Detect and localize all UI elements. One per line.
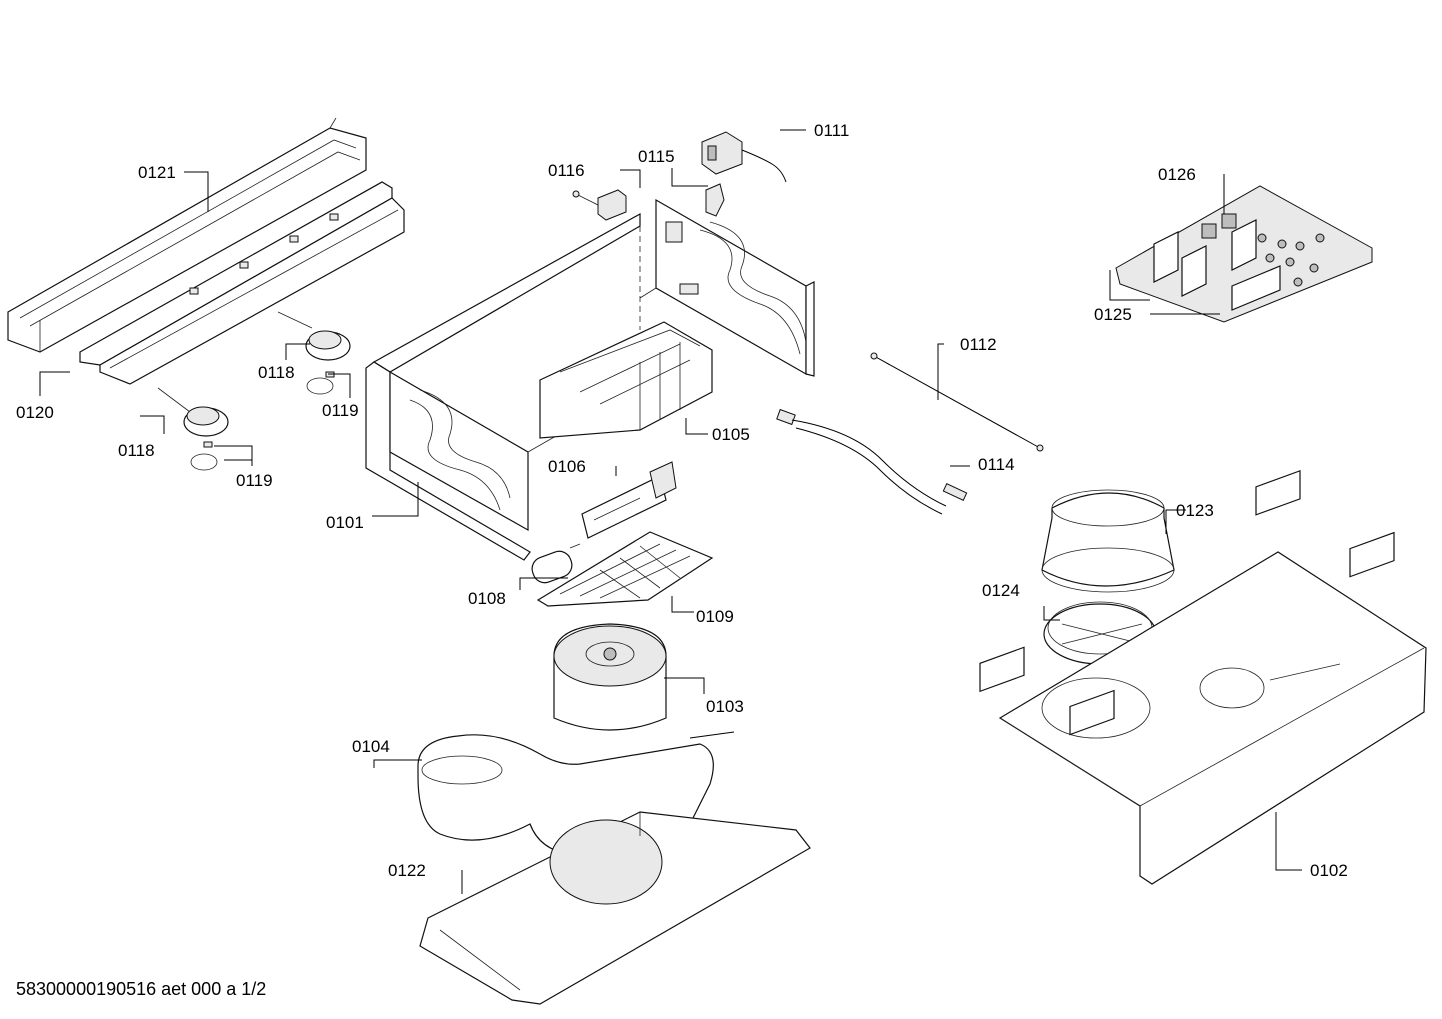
- part-0103-motor: [553, 623, 735, 739]
- label-0123: 0123: [1176, 501, 1214, 520]
- leader-lines: [39, 129, 1302, 894]
- part-0108-capacitor: [531, 543, 581, 584]
- part-0125-brackets-screws: [1153, 213, 1325, 311]
- label-0105: 0105: [712, 425, 750, 444]
- label-0116: 0116: [548, 161, 585, 180]
- label-0119-upper: 0119: [322, 401, 359, 420]
- label-0115: 0115: [638, 147, 675, 166]
- part-0121-trim-strip: [7, 117, 367, 353]
- label-0106: 0106: [548, 457, 586, 476]
- part-0115-cable-clip: [705, 183, 725, 217]
- label-0118-lower: 0118: [118, 441, 155, 460]
- part-housing-side-wall: [639, 198, 815, 377]
- label-0111: 0111: [814, 121, 849, 140]
- part-0114-wiring-harness: [776, 408, 968, 515]
- drawing-reference-code: 58300000190516 aet 000 a 1/2: [16, 979, 267, 999]
- part-0112-rod: [870, 352, 1044, 452]
- part-0105-electronics-bracket: [539, 321, 713, 439]
- label-0118-upper: 0118: [258, 363, 295, 382]
- part-0116-switch: [572, 189, 627, 221]
- label-0119-lower: 0119: [236, 471, 273, 490]
- part-0119-ring-lower: [190, 441, 218, 471]
- part-0106-control-pcb: [581, 461, 677, 539]
- part-0101-housing-frame: [365, 212, 641, 561]
- label-0124: 0124: [982, 581, 1020, 600]
- label-0112: 0112: [960, 335, 997, 354]
- part-0123-collar: [1041, 489, 1175, 593]
- part-0102-outer-casing: [979, 470, 1427, 885]
- label-0120: 0120: [16, 403, 54, 422]
- label-0104: 0104: [352, 737, 390, 756]
- label-0103: 0103: [706, 697, 744, 716]
- part-0109-cover-grille: [536, 531, 714, 607]
- part-0111-power-cable: [701, 131, 787, 183]
- callout-labels: 0121 0120 0118 0119 0118 0119 0101 0116 …: [16, 121, 1348, 880]
- label-0101: 0101: [326, 513, 364, 532]
- part-0122-base-plate: [419, 811, 811, 1005]
- part-0119-ring-upper: [306, 371, 335, 395]
- label-0125: 0125: [1094, 305, 1132, 324]
- label-0114: 0114: [978, 455, 1015, 474]
- label-0122: 0122: [388, 861, 426, 880]
- part-0118-knob-lower: [157, 387, 229, 437]
- label-0121: 0121: [138, 163, 176, 182]
- label-0108: 0108: [468, 589, 506, 608]
- part-0120-control-rail: [79, 181, 405, 385]
- label-0109: 0109: [696, 607, 734, 626]
- label-0102: 0102: [1310, 861, 1348, 880]
- part-0118-knob-upper: [277, 311, 351, 361]
- label-0126: 0126: [1158, 165, 1196, 184]
